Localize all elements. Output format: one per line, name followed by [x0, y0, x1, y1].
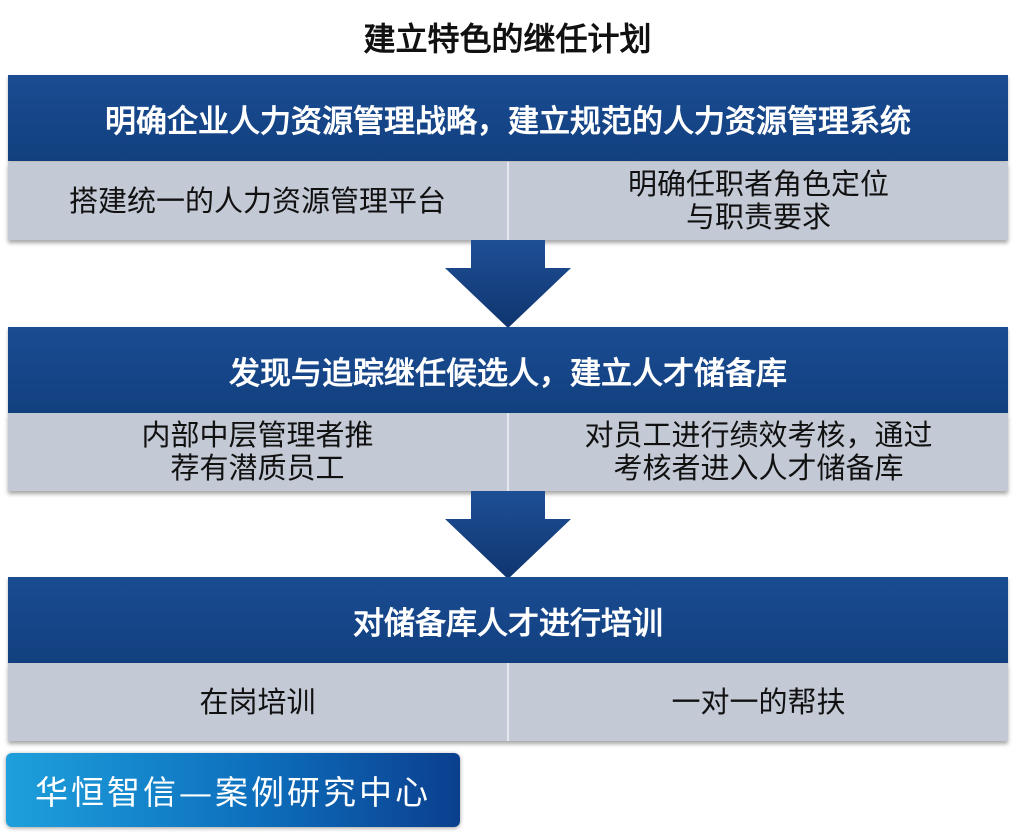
down-arrow-icon [445, 491, 571, 579]
down-arrow-icon [445, 240, 571, 328]
step-2-item-1: 内部中层管理者推 荐有潜质员工 [8, 413, 507, 491]
step-2-header: 发现与追踪继任候选人，建立人才储备库 [8, 327, 1008, 413]
step-3-item-2: 一对一的帮扶 [507, 663, 1008, 741]
step-3-header: 对储备库人才进行培训 [8, 577, 1008, 663]
step-2-item-2: 对员工进行绩效考核，通过 考核者进入人才储备库 [507, 413, 1008, 491]
step-3-item-1: 在岗培训 [8, 663, 507, 741]
brand-badge: 华恒智信—案例研究中心 [6, 753, 460, 827]
step-1-items: 搭建统一的人力资源管理平台 明确任职者角色定位 与职责要求 [8, 162, 1008, 240]
step-1-header: 明确企业人力资源管理战略，建立规范的人力资源管理系统 [8, 75, 1008, 161]
step-1-item-1: 搭建统一的人力资源管理平台 [8, 162, 507, 240]
page-title: 建立特色的继任计划 [363, 20, 652, 58]
step-2-items: 内部中层管理者推 荐有潜质员工 对员工进行绩效考核，通过 考核者进入人才储备库 [8, 413, 1008, 491]
step-1-item-2: 明确任职者角色定位 与职责要求 [507, 162, 1008, 240]
step-3-items: 在岗培训 一对一的帮扶 [8, 663, 1008, 741]
